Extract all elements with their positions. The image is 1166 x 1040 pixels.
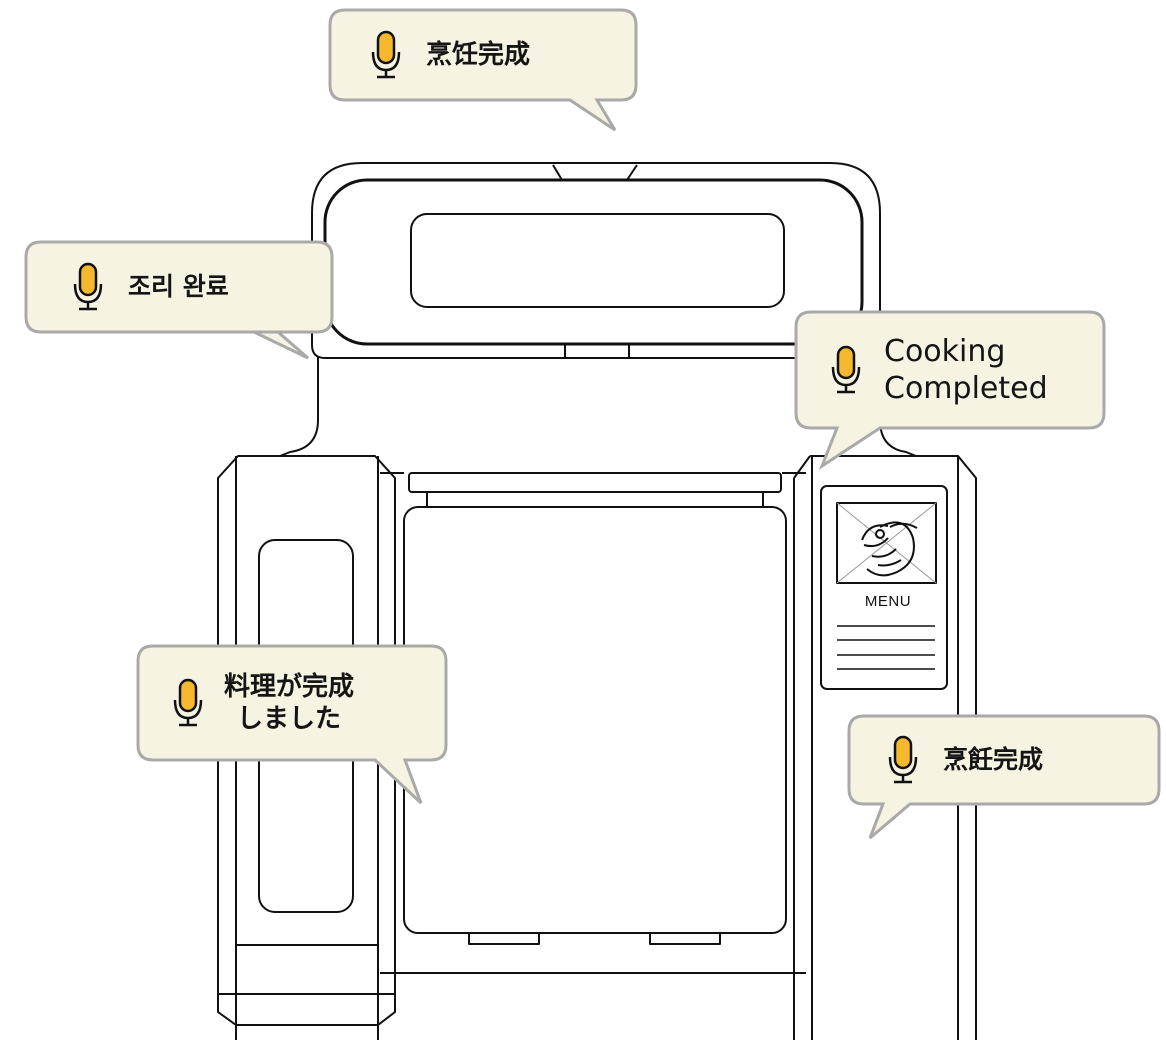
microphone-icon (831, 345, 861, 394)
callout-chinese-simplified: 烹饪完成 (330, 10, 636, 100)
shrimp-icon (861, 521, 918, 577)
callout-japanese: 料理が完成 しました (138, 646, 446, 760)
callout-text: 烹飪完成 (943, 745, 1044, 775)
microphone-icon (173, 678, 203, 727)
support-frame (279, 356, 917, 974)
bubble-shape-right-bottom (847, 714, 1161, 840)
microphone-icon (888, 735, 918, 784)
callout-line-1: 料理が完成 (224, 671, 355, 702)
speech-bubbles (24, 8, 1161, 840)
bubble-shape-middle (136, 644, 448, 805)
menu-label: MENU (864, 593, 912, 610)
callout-text: 料理が完成 しました (224, 671, 354, 736)
callout-text: 烹饪完成 (426, 39, 531, 70)
bubble-shape-left (24, 240, 334, 360)
callout-line-2: しました (237, 704, 342, 734)
bubble-shape-right-top (794, 310, 1106, 470)
center-chamber (403, 472, 787, 945)
callout-text: Cooking Completed (884, 333, 1048, 408)
callout-korean: 조리 완료 (26, 242, 332, 332)
callout-text: 조리 완료 (128, 272, 229, 302)
callout-line-1: Cooking (884, 333, 1006, 369)
callout-line-2: Completed (884, 371, 1048, 406)
microphone-icon (371, 30, 401, 79)
bubble-shape-top (328, 8, 638, 132)
callout-chinese-traditional: 烹飪完成 (849, 716, 1159, 804)
callout-english: Cooking Completed (796, 312, 1104, 428)
microphone-icon (73, 262, 103, 311)
